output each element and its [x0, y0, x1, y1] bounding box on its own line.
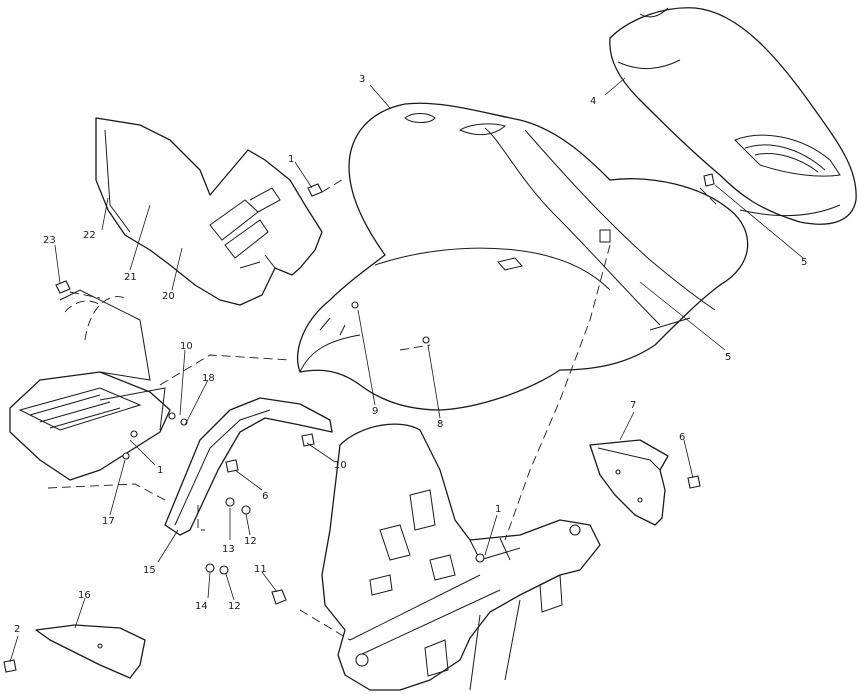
part-front-fender-2	[296, 102, 749, 411]
callout-5-left: 6	[262, 491, 268, 502]
callout-20: 20	[162, 291, 175, 302]
callout-12-lower: 12	[228, 601, 241, 612]
part-rail-15	[164, 397, 333, 536]
callout-1-left: 1	[157, 465, 163, 476]
callout-9: 9	[372, 406, 378, 417]
callout-15: 15	[143, 565, 156, 576]
callout-10-left: 10	[180, 341, 193, 352]
part-mudflap-7	[589, 439, 669, 526]
callout-10-center: 10	[334, 460, 347, 471]
callout-3: 4	[590, 96, 596, 107]
part-guard-16	[35, 624, 146, 679]
callout-16: 16	[78, 590, 91, 601]
callout-labels: 3 4 5 5 1 23 22 21 20 10 18 1 17 9 8 10 …	[14, 74, 807, 635]
callout-18: 18	[202, 373, 215, 384]
callout-1-top: 1	[288, 154, 294, 165]
leader-lines	[9, 77, 804, 663]
callout-14: 14	[195, 601, 208, 612]
callout-2: 3	[359, 74, 365, 85]
callout-6-right: 6	[679, 432, 685, 443]
callout-1-frame: 1	[495, 504, 501, 515]
part-frame	[321, 423, 601, 691]
part-side-panel-20-21-22	[95, 117, 323, 306]
callout-6-left: 2	[14, 624, 20, 635]
callout-21: 21	[124, 272, 137, 283]
callout-13: 13	[222, 544, 235, 555]
callout-11: 11	[254, 564, 267, 575]
part-footrest-17	[9, 289, 171, 481]
part-rear-fender-3	[609, 7, 857, 225]
callout-5-fender: 5	[725, 352, 731, 363]
callout-4: 5	[801, 257, 807, 268]
callout-22: 22	[83, 230, 96, 241]
callout-17: 17	[102, 516, 115, 527]
callout-12-upper: 12	[244, 536, 257, 547]
callout-8: 8	[437, 419, 443, 430]
callout-7: 7	[630, 400, 636, 411]
hardware-fasteners	[3, 173, 715, 673]
callout-23: 23	[43, 235, 56, 246]
alignment-dashed-lines	[47, 177, 721, 641]
